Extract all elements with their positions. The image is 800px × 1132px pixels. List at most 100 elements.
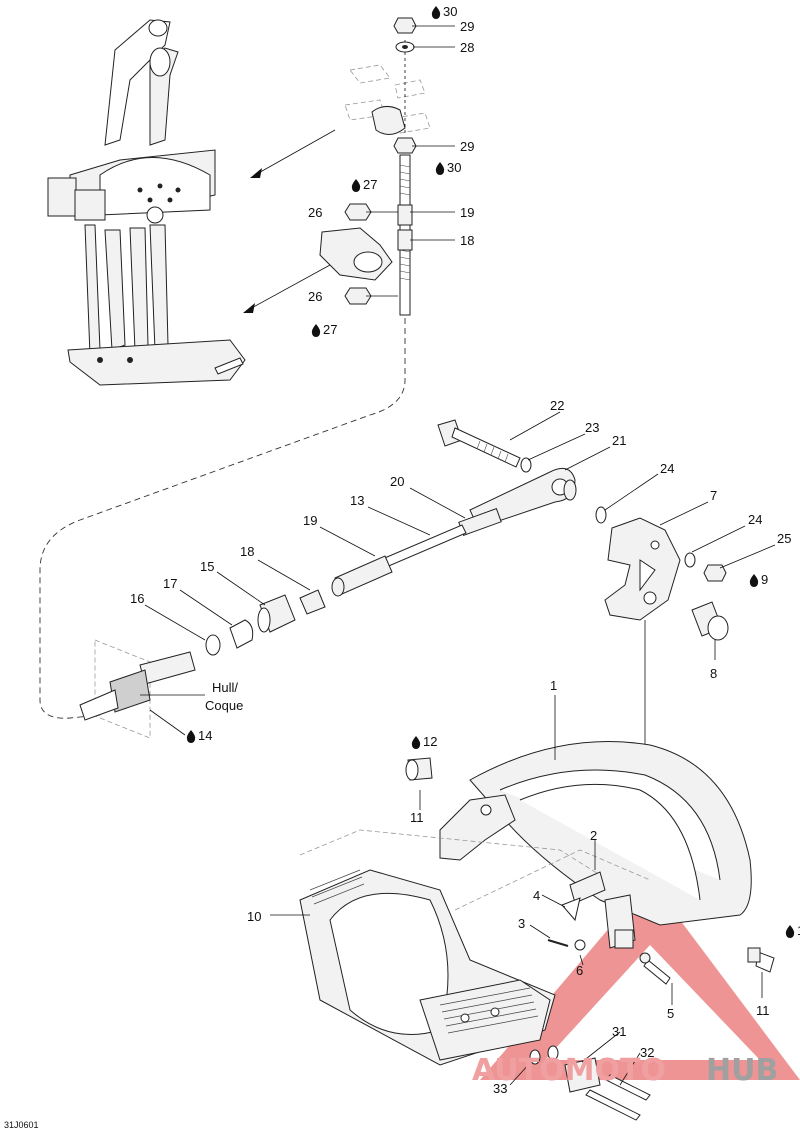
- callout-c12a: 12: [411, 734, 437, 749]
- callout-number: 25: [777, 531, 791, 546]
- oil-drop-icon: [785, 925, 795, 938]
- callout-leaders: [144, 25, 776, 1086]
- direction-arrows: [243, 129, 336, 313]
- callout-c23: 23: [585, 420, 599, 435]
- callout-number: 5: [667, 1006, 674, 1021]
- callout-number: 20: [390, 474, 404, 489]
- cable-route: [39, 318, 406, 719]
- callout-c11b: 11: [756, 1003, 770, 1018]
- callout-number: 4: [533, 888, 540, 903]
- callout-number: 22: [550, 398, 564, 413]
- callout-c12b: 12: [785, 923, 800, 938]
- pump-housing: [299, 829, 651, 1066]
- callout-number: 2: [590, 828, 597, 843]
- callout-c7: 7: [710, 488, 717, 503]
- callout-number: 24: [660, 461, 674, 476]
- cable-linkage: [79, 419, 577, 739]
- callout-c8: 8: [710, 666, 717, 681]
- callout-c33: 33: [493, 1081, 507, 1096]
- callout-c32: 32: [640, 1045, 654, 1060]
- control-lever-assembly: [47, 19, 246, 386]
- callout-c19b: 19: [303, 513, 317, 528]
- callout-number: 11: [410, 810, 424, 825]
- callout-number: 27: [363, 177, 377, 192]
- callout-number: 30: [443, 4, 457, 19]
- callout-c10: 10: [247, 909, 261, 924]
- callout-c18a: 18: [460, 233, 474, 248]
- callout-number: 14: [198, 728, 212, 743]
- callout-c27b: 27: [311, 322, 337, 337]
- watermark-triangle: [480, 880, 800, 1080]
- drawing-code: 31J0601: [4, 1120, 39, 1130]
- callout-number: 17: [163, 576, 177, 591]
- callout-number: 29: [460, 139, 474, 154]
- callout-number: 13: [350, 493, 364, 508]
- callout-c5: 5: [667, 1006, 674, 1021]
- callout-number: 12: [423, 734, 437, 749]
- callout-number: 8: [710, 666, 717, 681]
- callout-number: 19: [460, 205, 474, 220]
- watermark-text-a: AUTOMOTO: [472, 1053, 666, 1088]
- callout-c13: 13: [350, 493, 364, 508]
- callout-c22: 22: [550, 398, 564, 413]
- bracket-assembly: [595, 506, 729, 880]
- callout-number: 18: [460, 233, 474, 248]
- callout-number: 12: [797, 923, 800, 938]
- callout-c28: 28: [460, 40, 474, 55]
- callout-number: 3: [518, 916, 525, 931]
- callout-number: 30: [447, 160, 461, 175]
- callout-c24a: 24: [660, 461, 674, 476]
- oil-drop-icon: [431, 6, 441, 19]
- callout-c31: 31: [612, 1024, 626, 1039]
- callout-number: 19: [303, 513, 317, 528]
- callout-number: 26: [308, 289, 322, 304]
- callout-c1: 1: [550, 678, 557, 693]
- callout-c30b: 30: [435, 160, 461, 175]
- hull-label-fr: Coque: [205, 698, 243, 713]
- oil-drop-icon: [749, 574, 759, 587]
- callout-c24b: 24: [748, 512, 762, 527]
- callout-number: 18: [240, 544, 254, 559]
- callout-c14: 14: [186, 728, 212, 743]
- callout-number: 26: [308, 205, 322, 220]
- callout-number: 16: [130, 591, 144, 606]
- oil-drop-icon: [351, 179, 361, 192]
- callout-number: 11: [756, 1003, 770, 1018]
- callout-c17: 17: [163, 576, 177, 591]
- callout-c3: 3: [518, 916, 525, 931]
- callout-c6: 6: [576, 963, 583, 978]
- callout-number: 1: [550, 678, 557, 693]
- callout-c15: 15: [200, 559, 214, 574]
- callout-c2: 2: [590, 828, 597, 843]
- callout-c29b: 29: [460, 139, 474, 154]
- callout-c26a: 26: [308, 205, 322, 220]
- callout-number: 21: [612, 433, 626, 448]
- callout-number: 28: [460, 40, 474, 55]
- oil-drop-icon: [411, 736, 421, 749]
- callout-c18b: 18: [240, 544, 254, 559]
- callout-c27a: 27: [351, 177, 377, 192]
- callout-number: 31: [612, 1024, 626, 1039]
- oil-drop-icon: [311, 324, 321, 337]
- callout-number: 32: [640, 1045, 654, 1060]
- callout-number: 6: [576, 963, 583, 978]
- oil-drop-icon: [435, 162, 445, 175]
- callout-number: 29: [460, 19, 474, 34]
- callout-number: 24: [748, 512, 762, 527]
- small-hardware: [405, 757, 775, 1121]
- callout-number: 10: [247, 909, 261, 924]
- callout-number: 15: [200, 559, 214, 574]
- callout-c19a: 19: [460, 205, 474, 220]
- callout-c30a: 30: [431, 4, 457, 19]
- callout-number: 27: [323, 322, 337, 337]
- callout-c26b: 26: [308, 289, 322, 304]
- callout-c11a: 11: [410, 810, 424, 825]
- hull-label-en: Hull/: [212, 680, 238, 695]
- callout-c9: 9: [749, 572, 768, 587]
- callout-c21: 21: [612, 433, 626, 448]
- upper-cable-end: [319, 17, 431, 316]
- oil-drop-icon: [186, 730, 196, 743]
